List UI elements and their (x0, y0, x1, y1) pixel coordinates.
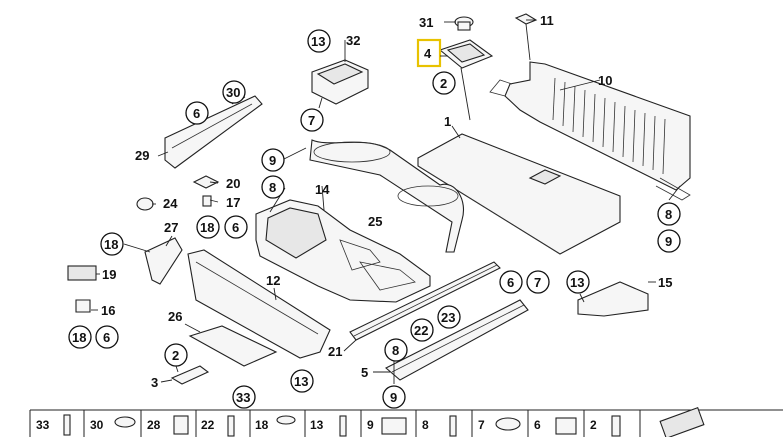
part-15-bracket (577, 281, 649, 317)
legend-item-8: 8 (422, 418, 429, 432)
callout-13-right: 13 (570, 275, 584, 290)
legend-item-28: 28 (147, 418, 161, 432)
callout-22: 22 (414, 323, 428, 338)
part-14-main-tray (255, 199, 431, 303)
legend-fastener-icons (63, 406, 705, 437)
callout-24: 24 (163, 196, 178, 211)
part-21-rail (349, 261, 501, 341)
callout-7-top: 7 (308, 113, 315, 128)
bubble-7-right (526, 270, 550, 294)
callout-15: 15 (658, 275, 672, 290)
bubble-7-top (300, 108, 324, 132)
callout-23: 23 (441, 310, 455, 325)
part-32-tray (311, 59, 369, 105)
callout-16: 16 (101, 303, 115, 318)
callout-8-low: 8 (392, 343, 399, 358)
callouts: 31 11 13 32 4 2 10 30 6 7 1 29 9 8 20 14… (68, 13, 681, 409)
part-25-strap (309, 139, 464, 253)
bubble-9-right (657, 229, 681, 253)
callout-27: 27 (164, 220, 178, 235)
callout-33: 33 (236, 390, 250, 405)
bubble-9-mid (261, 148, 285, 172)
part-12-side-panel (187, 249, 331, 359)
bubble-13-low (290, 369, 314, 393)
legend-item-33: 33 (36, 418, 50, 432)
legend-item-6: 6 (534, 418, 541, 432)
callout-1: 1 (444, 114, 451, 129)
callout-7-right: 7 (534, 275, 541, 290)
callout-20: 20 (226, 176, 240, 191)
highlight-box (416, 38, 442, 68)
callout-6-low: 6 (103, 330, 110, 345)
callout-5: 5 (361, 365, 368, 380)
bubble-18-left (100, 232, 124, 256)
part-26-plate (188, 325, 278, 367)
bubble-6-mid (224, 215, 248, 239)
callout-2-low: 2 (172, 348, 179, 363)
callout-21: 21 (328, 344, 342, 359)
bubble-8-low (384, 338, 408, 362)
legend-item-30: 30 (90, 418, 104, 432)
bubble-6-low (95, 325, 119, 349)
callout-25: 25 (368, 214, 382, 229)
bubble-2-low (164, 343, 188, 367)
part-4-cover (438, 13, 538, 69)
leader-lines (91, 19, 681, 384)
part-10-rear-panel (489, 61, 691, 201)
bubble-13-right (566, 270, 590, 294)
bubble-30 (222, 80, 246, 104)
callout-30: 30 (226, 85, 240, 100)
callout-17: 17 (226, 195, 240, 210)
small-parts-left (67, 175, 220, 385)
callout-6-mid: 6 (232, 220, 239, 235)
callout-11: 11 (540, 13, 554, 28)
callout-6-left-top: 6 (193, 106, 200, 121)
callout-3: 3 (151, 375, 158, 390)
legend-strip: 33 30 28 22 18 13 9 8 7 6 2 (29, 406, 783, 437)
bubble-33 (232, 385, 256, 409)
callout-8-right: 8 (665, 207, 672, 222)
bubble-23 (437, 305, 461, 329)
bubble-8-right (657, 202, 681, 226)
callout-13-low: 13 (294, 374, 308, 389)
callout-19: 19 (102, 267, 116, 282)
callout-9-right: 9 (665, 234, 672, 249)
callout-13-top: 13 (311, 34, 325, 49)
callout-26: 26 (168, 309, 182, 324)
legend-item-22: 22 (201, 418, 215, 432)
bubble-22 (410, 318, 434, 342)
bubble-18-low (68, 325, 92, 349)
callout-8-mid: 8 (269, 180, 276, 195)
bubble-13-top (307, 29, 331, 53)
callout-18-left: 18 (104, 237, 118, 252)
legend-item-2: 2 (590, 418, 597, 432)
callout-12: 12 (266, 273, 280, 288)
legend-item-7: 7 (478, 418, 485, 432)
callout-6-right: 6 (507, 275, 514, 290)
callout-32: 32 (346, 33, 360, 48)
bubble-6-left-top (185, 101, 209, 125)
callout-29: 29 (135, 148, 149, 163)
callout-9-low: 9 (390, 390, 397, 405)
callout-10: 10 (598, 73, 612, 88)
callout-18-low: 18 (72, 330, 86, 345)
callout-4: 4 (424, 46, 432, 61)
legend-item-18: 18 (255, 418, 269, 432)
callout-2-top: 2 (440, 76, 447, 91)
callout-14: 14 (315, 182, 330, 197)
callout-18-mid: 18 (200, 220, 214, 235)
legend-item-13: 13 (310, 418, 324, 432)
bubble-9-low (382, 385, 406, 409)
part-29-side-strip (164, 95, 263, 169)
part-1-floor-mat (417, 133, 621, 255)
part-23-lower-rail (385, 299, 529, 381)
callout-31: 31 (419, 15, 433, 30)
bubble-18-mid (196, 215, 220, 239)
bubble-6-right (499, 270, 523, 294)
legend-item-9: 9 (367, 418, 374, 432)
callout-9-mid: 9 (269, 153, 276, 168)
bubble-8-mid (261, 175, 285, 199)
bubble-2-top (432, 71, 456, 95)
